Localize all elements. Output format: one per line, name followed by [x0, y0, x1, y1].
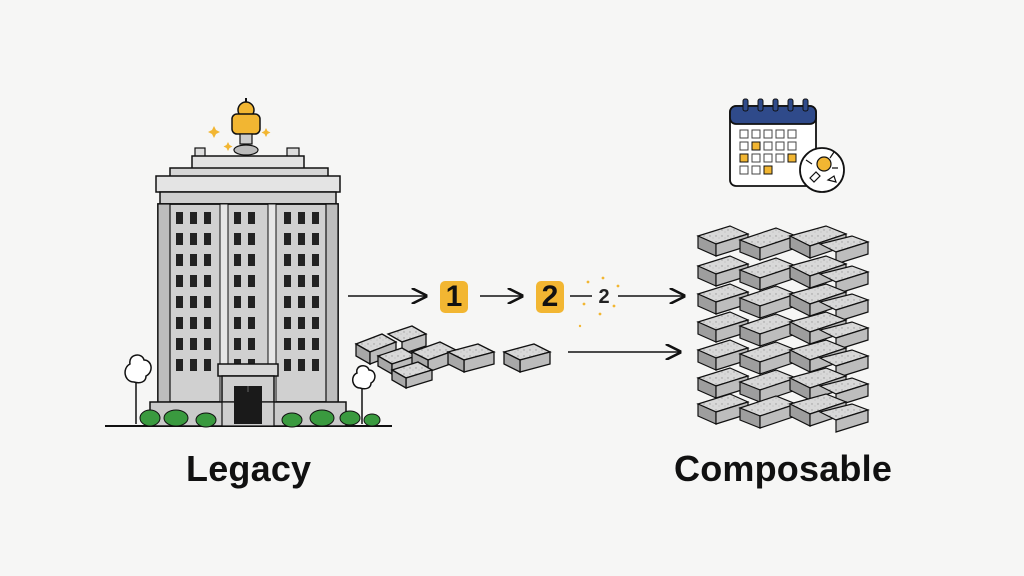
legacy-label: Legacy [186, 448, 312, 489]
calendar-icon [729, 98, 845, 193]
arrow-icon [348, 296, 684, 352]
rocket-icon [799, 147, 845, 193]
composable-brick-stack [696, 225, 870, 433]
step-3-badge: 2 [598, 286, 610, 308]
sparkle-icon [578, 276, 620, 328]
brick-icon [354, 325, 552, 390]
tree-icon [124, 354, 376, 424]
step-2-badge: 2 [536, 281, 564, 313]
trophy-icon [208, 98, 271, 156]
legacy-building-icon [105, 98, 392, 428]
step-1-badge: 1 [440, 281, 468, 313]
composable-label: Composable [674, 448, 893, 489]
